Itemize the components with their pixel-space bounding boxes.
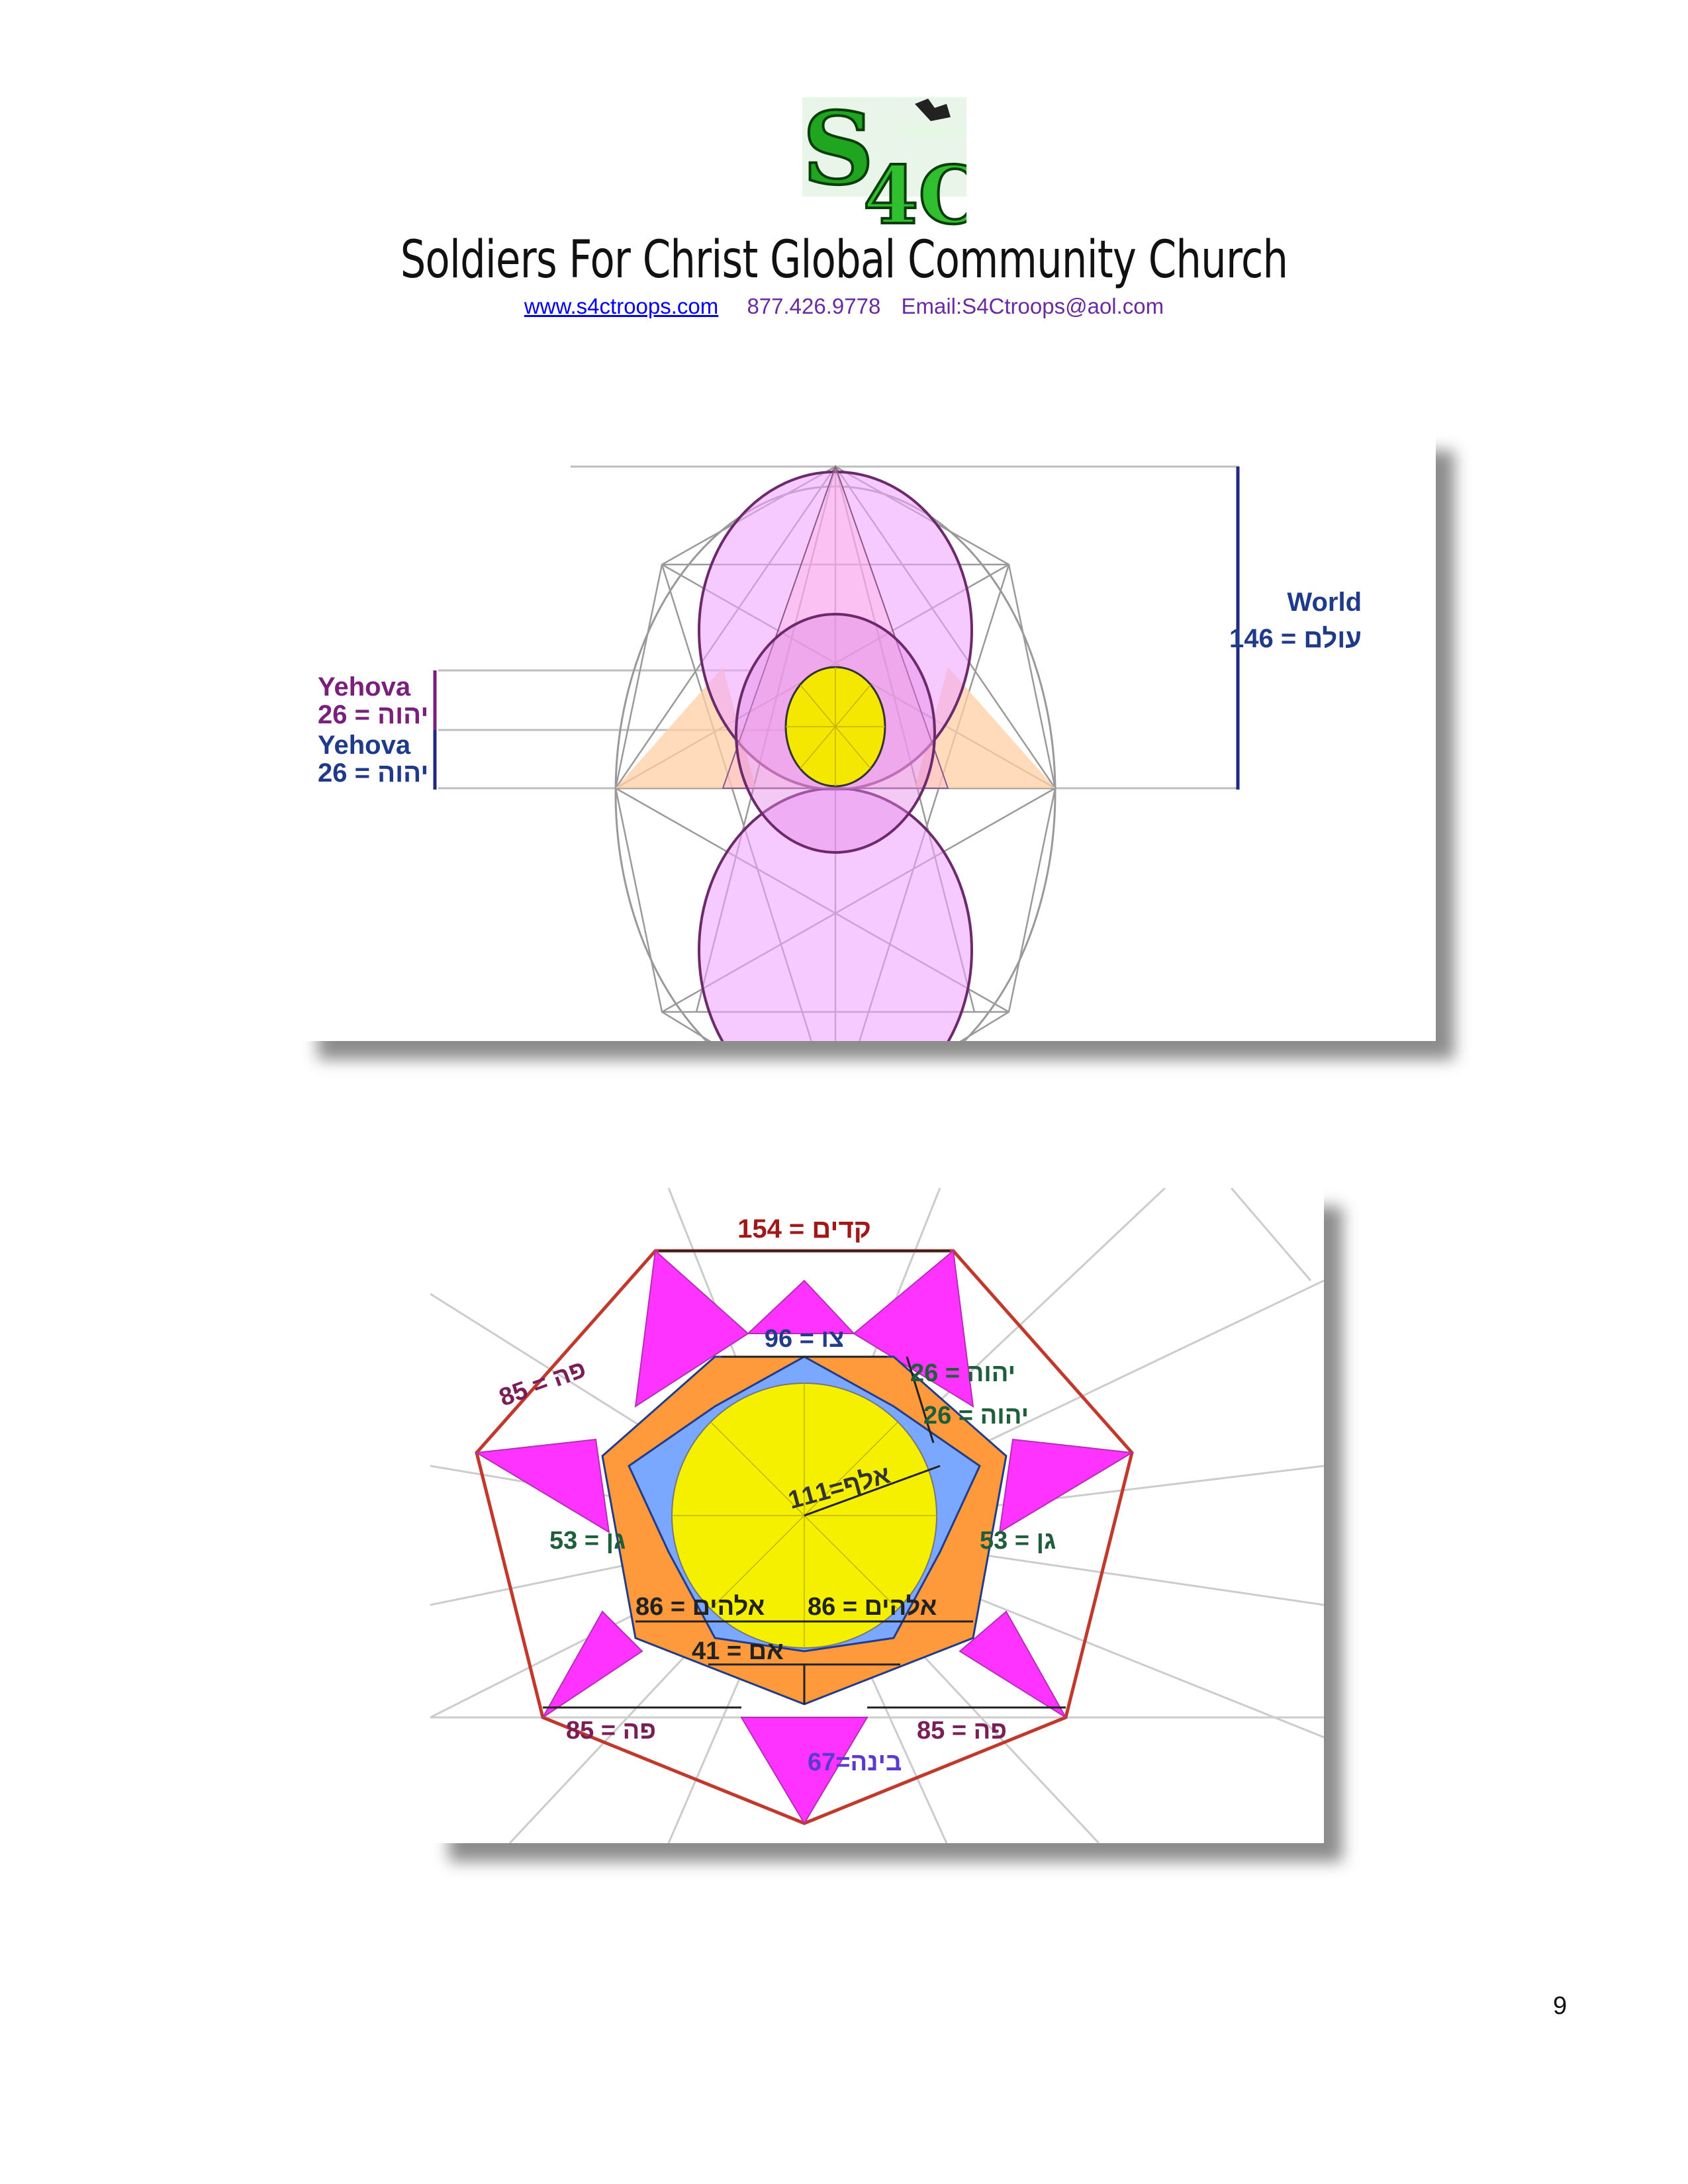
contact-line: www.s4ctroops.com 877.426.9778 Email:S4C… [0, 294, 1688, 319]
website-link[interactable]: www.s4ctroops.com [524, 294, 719, 318]
gan-right-label: 53 = גן [980, 1527, 1056, 1555]
elohim-left-label: 86 = אלהים [635, 1593, 765, 1621]
star-gematria-diagram: 154 = קדים 96 = צו 26 = יהוה 26 = יהוה 8… [430, 1188, 1324, 1843]
yhvh-label-1: 26 = יהוה [910, 1359, 1015, 1387]
elohim-right-label: 86 = אלהים [808, 1593, 937, 1621]
vesica-diagram: World 146 = עולם Yehova 26 = יהוה Yehova… [299, 432, 1436, 1041]
yehova-lower-name: Yehova [318, 731, 411, 760]
em-label: 41 = אם [692, 1637, 784, 1665]
world-label: World [1287, 588, 1362, 617]
logo-4c-glyph: 4C [863, 149, 966, 228]
tzu-label: 96 = צו [765, 1325, 844, 1353]
star-gematria-figure: 154 = קדים 96 = צו 26 = יהוה 26 = יהוה 8… [430, 1188, 1324, 1843]
logo-soldier-silhouette-icon [915, 99, 951, 121]
email-address: Email:S4Ctroops@aol.com [901, 294, 1164, 318]
church-name: Soldiers For Christ Global Community Chu… [400, 230, 1288, 290]
binah-label: 67=בינה [808, 1749, 902, 1776]
logo-s-glyph: S [802, 97, 874, 207]
yehova-upper-name: Yehova [318, 672, 411, 702]
peh-lower-left-label: 85 = פה [566, 1717, 656, 1745]
logo-subtext: Soldiers F [902, 122, 966, 139]
phone-number: 877.426.9778 [747, 294, 881, 318]
outer-heptagon [475, 1249, 1134, 1825]
gan-left-label: 53 = גן [549, 1527, 626, 1555]
yhvh-label-2: 26 = יהוה [923, 1402, 1029, 1430]
church-logo: S 4C Soldiers F [801, 89, 983, 244]
yehova-upper-value: 26 = יהוה [318, 700, 428, 729]
vesica-diagram-figure: World 146 = עולם Yehova 26 = יהוה Yehova… [299, 432, 1436, 1041]
page-number: 9 [1553, 1992, 1568, 2020]
magenta-star [474, 1249, 1135, 1825]
measure-arrows [543, 1250, 1066, 1709]
world-value: 146 = עולם [1229, 624, 1362, 653]
kedem-label: 154 = קדים [737, 1214, 871, 1244]
peh-lower-right-label: 85 = פה [917, 1717, 1007, 1745]
yehova-lower-value: 26 = יהוה [318, 758, 428, 788]
